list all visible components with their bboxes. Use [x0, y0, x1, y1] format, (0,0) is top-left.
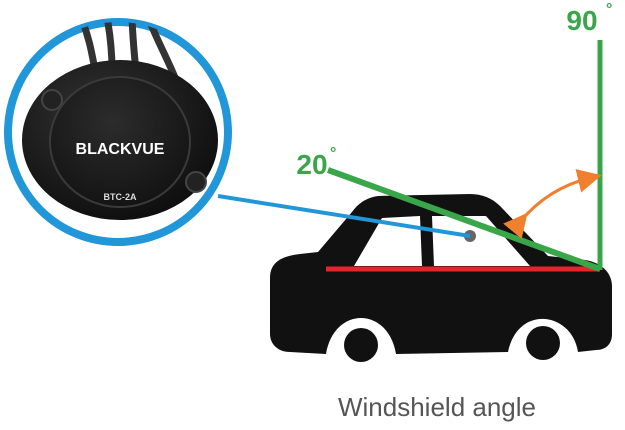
screw-top-left-icon	[41, 89, 63, 111]
caption-windshield-angle: Windshield angle	[338, 392, 536, 422]
angle-20-label: 20	[296, 149, 327, 180]
car-rear-window	[354, 216, 422, 266]
device-brand-label: BLACKVUE	[76, 141, 165, 158]
angle-20-degree-symbol: °	[330, 145, 336, 162]
car-silhouette-icon	[270, 194, 612, 369]
blue-connector-line	[217, 194, 471, 238]
car-front-wheel	[526, 326, 560, 360]
device-face	[49, 76, 191, 208]
slanted-20-line	[326, 167, 602, 272]
car-rear-wheel	[344, 328, 378, 362]
angle-90-label: 90	[566, 5, 597, 36]
double-headed-arc-arrow-icon	[503, 169, 602, 239]
car-front-window	[432, 216, 530, 266]
screw-bottom-right-icon	[185, 171, 207, 193]
device-zoom-circle: BLACKVUE BTC-2A	[4, 18, 232, 246]
angle-90-degree-symbol: °	[606, 1, 612, 18]
device-model-label: BTC-2A	[104, 192, 137, 202]
